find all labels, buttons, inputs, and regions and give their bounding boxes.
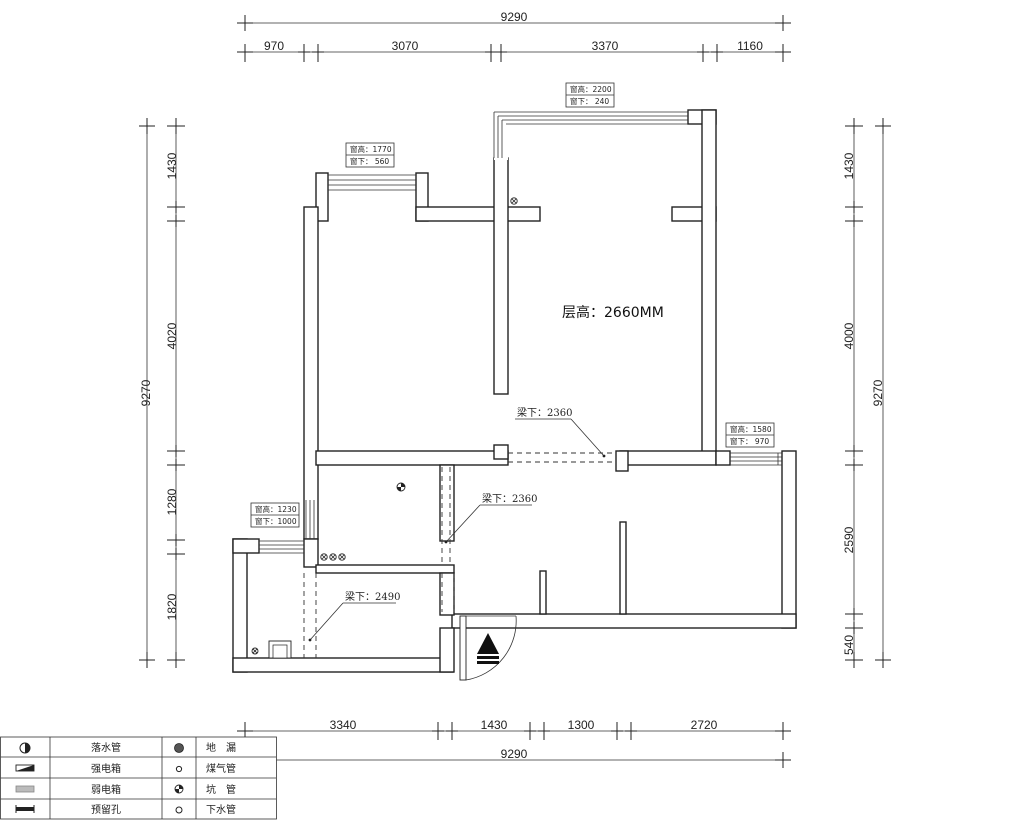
drain-pipe-icon bbox=[175, 806, 183, 814]
legend-left-4: 预留孔 bbox=[91, 803, 121, 816]
right-dim-2: 4000 bbox=[842, 322, 856, 349]
entrance-arrow-icon bbox=[477, 633, 499, 664]
legend-table: 落水管 强电箱 弱电箱 预留孔 地 漏 煤气管 坑 管 下水管 bbox=[0, 736, 277, 820]
top-dim-2: 3070 bbox=[392, 39, 419, 53]
right-dim-3: 2590 bbox=[842, 526, 856, 553]
pit-pipe-symbol bbox=[396, 482, 406, 492]
left-dim-1: 1430 bbox=[165, 152, 179, 179]
bottom-total-dim: 9290 bbox=[501, 747, 528, 761]
beam-marker-3 bbox=[308, 638, 312, 642]
gas-pipe-icon bbox=[175, 765, 183, 773]
legend-right-1: 地 漏 bbox=[206, 741, 236, 754]
top-dimensions: 9290 970 3070 3370 1160 bbox=[237, 10, 791, 62]
window-tag-2: 窗高：1770 窗下： 560 bbox=[345, 142, 395, 168]
legend-right-2: 煤气管 bbox=[206, 762, 236, 775]
window-4-sill: 窗下：1000 bbox=[255, 516, 297, 526]
left-dim-2: 4020 bbox=[165, 322, 179, 349]
right-dimensions: 9270 1430 4000 2590 540 bbox=[842, 118, 891, 668]
window-4-height: 窗高：1230 bbox=[255, 504, 297, 514]
legend-left-2: 强电箱 bbox=[91, 762, 121, 775]
bottom-dim-3: 1300 bbox=[568, 718, 595, 732]
beam-marker-1 bbox=[602, 454, 606, 458]
downpipe-icon bbox=[19, 742, 31, 754]
window-tag-1: 窗高：2200 窗下： 240 bbox=[565, 82, 615, 108]
window-2-height: 窗高：1770 bbox=[350, 144, 392, 154]
gas-pipe-symbol bbox=[510, 197, 518, 205]
reserved-hole-icon bbox=[15, 805, 35, 813]
left-total-dim: 9270 bbox=[139, 379, 153, 406]
right-dim-4: 540 bbox=[842, 635, 856, 655]
left-dim-4: 1820 bbox=[165, 593, 179, 620]
bottom-dim-1: 3340 bbox=[330, 718, 357, 732]
floor-drain-icon bbox=[174, 743, 184, 753]
pit-pipe-icon bbox=[174, 784, 184, 794]
weak-box-icon bbox=[15, 785, 35, 793]
bottom-dim-4: 2720 bbox=[691, 718, 718, 732]
window-tag-4: 窗高：1230 窗下：1000 bbox=[250, 502, 300, 528]
window-2-sill: 窗下： 560 bbox=[350, 156, 389, 166]
top-total-dim: 9290 bbox=[501, 10, 528, 24]
balcony-fixtures bbox=[251, 640, 292, 659]
bottom-dimensions: 3340 1430 1300 2720 9290 bbox=[237, 718, 791, 768]
window-3-height: 窗高：1580 bbox=[730, 424, 772, 434]
legend-left-1: 落水管 bbox=[91, 741, 121, 754]
beam-label-2: 梁下：2360 bbox=[482, 492, 537, 505]
window-glazing bbox=[259, 111, 782, 554]
left-dimensions: 9270 1430 4020 1280 1820 bbox=[139, 118, 185, 668]
window-1-sill: 窗下： 240 bbox=[570, 96, 609, 106]
bottom-dim-2: 1430 bbox=[481, 718, 508, 732]
legend-right-4: 下水管 bbox=[206, 803, 236, 816]
top-dim-1: 970 bbox=[264, 39, 284, 53]
top-dim-4: 1160 bbox=[737, 39, 763, 53]
legend-left-3: 弱电箱 bbox=[91, 783, 121, 796]
drain-pipe-group bbox=[320, 553, 346, 561]
floor-height-label: 层高：2660MM bbox=[562, 304, 664, 321]
walls bbox=[232, 109, 797, 673]
beam-marker-2 bbox=[444, 540, 448, 544]
window-1-height: 窗高：2200 bbox=[570, 84, 612, 94]
legend-right-3: 坑 管 bbox=[206, 783, 236, 796]
strong-box-icon bbox=[15, 764, 35, 772]
beam-lines bbox=[303, 452, 616, 658]
window-tag-3: 窗高：1580 窗下： 970 bbox=[725, 422, 775, 448]
top-dim-3: 3370 bbox=[592, 39, 619, 53]
right-dim-1: 1430 bbox=[842, 152, 856, 179]
entrance-door bbox=[459, 615, 517, 681]
beam-label-1: 梁下：2360 bbox=[517, 406, 572, 419]
right-total-dim: 9270 bbox=[871, 379, 885, 406]
beam-label-3: 梁下：2490 bbox=[345, 590, 400, 603]
beam-labels: 梁下：2360 梁下：2360 梁下：2490 bbox=[308, 406, 606, 642]
window-3-sill: 窗下： 970 bbox=[730, 436, 769, 446]
left-dim-3: 1280 bbox=[165, 488, 179, 515]
